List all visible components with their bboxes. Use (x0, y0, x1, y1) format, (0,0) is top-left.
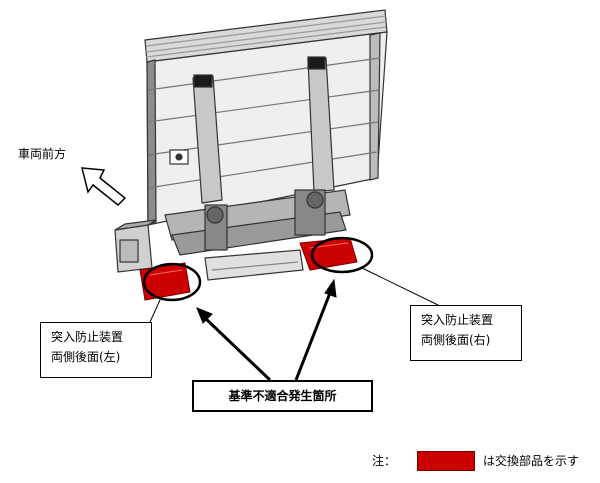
lift-mechanism (114, 189, 351, 281)
right-part-label-line1: 突入防止装置 (421, 313, 494, 327)
right-underride-guard-part (299, 237, 358, 271)
left-underride-guard-part (139, 262, 191, 301)
legend-text: は交換部品を示す (483, 454, 580, 468)
pointer-arrows (196, 278, 337, 382)
direction-label: 車両前方 (18, 147, 67, 161)
direction-arrow (81, 167, 127, 207)
left-highlight-circle (142, 262, 202, 302)
right-part-label-line2: 両側後面(右) (421, 333, 491, 347)
legend-note: 注： (372, 454, 397, 468)
lift-arms (169, 56, 335, 204)
left-part-label-line2: 両側後面(左) (51, 350, 121, 364)
right-part-label-box: 突入防止装置 両側後面(右) (410, 305, 522, 361)
left-part-label-box: 突入防止装置 両側後面(左) (40, 322, 152, 378)
right-highlight-circle (310, 236, 374, 274)
nonconformity-location-label: 基準不適合発生箇所 (192, 380, 373, 412)
left-leader-line (149, 299, 161, 323)
left-part-label-line1: 突入防止装置 (51, 330, 124, 344)
legend-red-swatch (417, 451, 475, 471)
right-leader-line (361, 267, 439, 306)
lift-platform (144, 9, 388, 226)
